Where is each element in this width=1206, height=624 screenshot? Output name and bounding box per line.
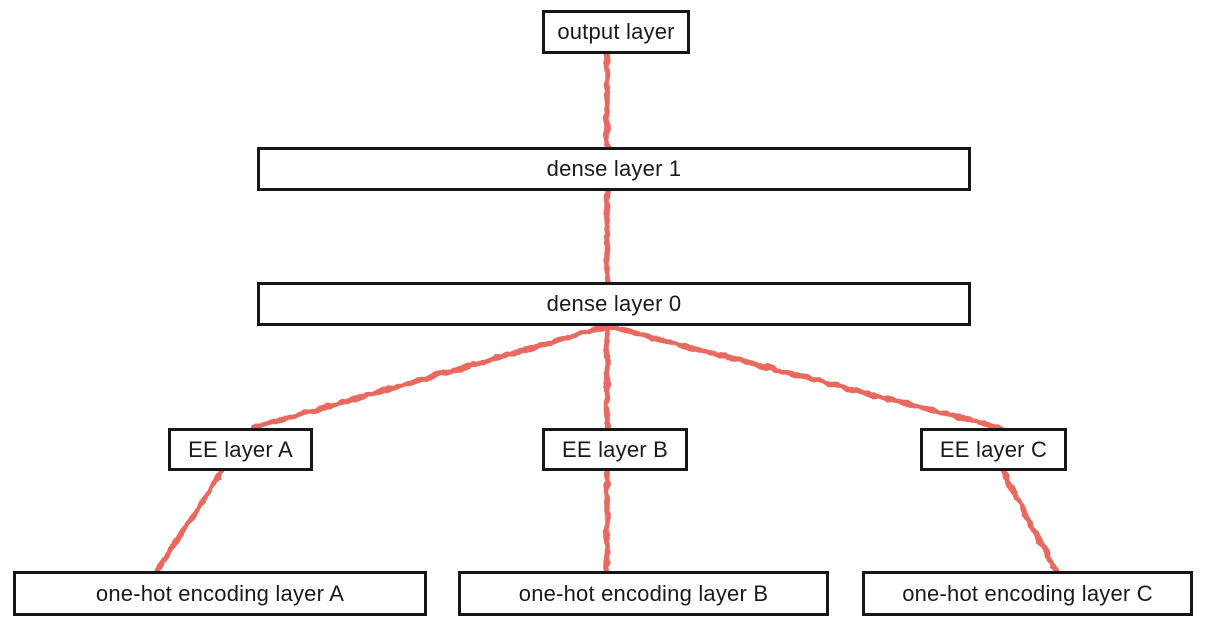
node-ee-layer-c: EE layer C [920,428,1067,471]
node-onehot-layer-c: one-hot encoding layer C [862,571,1193,616]
node-dense-layer-1-label: dense layer 1 [546,156,682,181]
node-dense-layer-0: dense layer 0 [257,282,971,326]
node-onehot-layer-a-label: one-hot encoding layer A [95,580,345,606]
edge-ee-c-to-onehot-c [1000,469,1059,574]
node-ee-layer-b-label: EE layer B [562,436,668,462]
node-onehot-layer-c-label: one-hot encoding layer C [902,580,1153,606]
edge-dense0-to-ee-a [250,323,611,431]
node-ee-layer-b: EE layer B [542,428,688,471]
node-ee-layer-a: EE layer A [168,428,313,471]
node-ee-layer-c-label: EE layer C [939,436,1048,462]
node-ee-layer-a-label: EE layer A [188,436,293,462]
edge-dense0-to-ee-c [605,323,1004,431]
node-onehot-layer-b: one-hot encoding layer B [458,571,829,616]
edge-ee-a-to-onehot-a [154,468,225,574]
node-dense-layer-0-label: dense layer 0 [546,291,682,316]
node-dense-layer-1: dense layer 1 [257,147,971,191]
node-onehot-layer-b-label: one-hot encoding layer B [518,580,769,606]
node-output-layer: output layer [542,10,690,54]
node-output-layer-label: output layer [557,19,675,44]
node-onehot-layer-a: one-hot encoding layer A [13,571,427,616]
